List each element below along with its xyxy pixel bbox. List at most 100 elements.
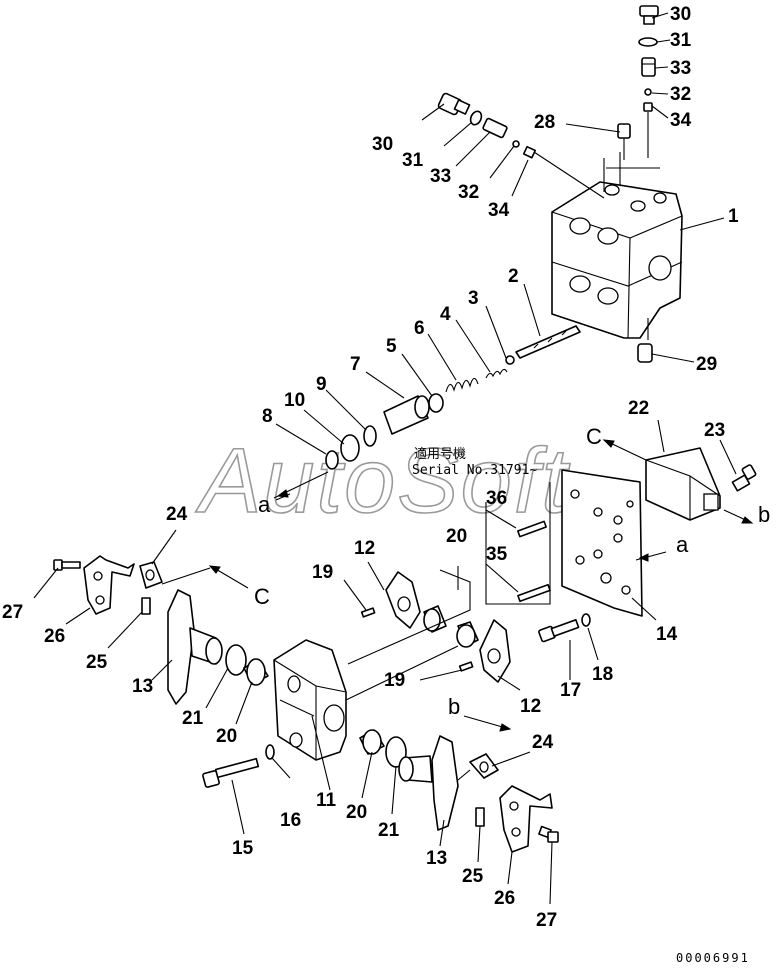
block-24-right <box>469 753 499 779</box>
block-22 <box>645 447 721 521</box>
spring-6 <box>445 377 479 393</box>
callout-30-top: 30 <box>670 4 691 25</box>
bolt-27-left <box>53 559 81 571</box>
callout-19-upper: 19 <box>312 562 333 583</box>
pin-25-left <box>141 597 151 615</box>
lever-12-upper <box>385 571 421 629</box>
callout-24-left: 24 <box>166 504 188 525</box>
callout-33-top: 33 <box>670 58 691 79</box>
callout-36: 36 <box>486 488 507 509</box>
callout-27-right: 27 <box>536 910 557 931</box>
lever-12-lower <box>479 619 511 683</box>
snap-ring-8 <box>325 450 339 470</box>
washer-16 <box>265 744 275 760</box>
callout-20-upper: 20 <box>446 526 467 547</box>
callout-32-left: 32 <box>458 182 479 203</box>
ball-32-left <box>512 140 520 148</box>
retainer-5 <box>428 393 444 413</box>
callout-5: 5 <box>386 336 397 357</box>
callout-34-left: 34 <box>488 200 510 221</box>
arrow-b-lower <box>463 715 507 729</box>
bushing-20-upper-a <box>423 605 447 633</box>
piston-7 <box>383 395 430 435</box>
callout-27-left: 27 <box>2 602 23 623</box>
callout-14: 14 <box>656 624 678 645</box>
callout-33-left: 33 <box>430 166 451 187</box>
callout-34-top: 34 <box>670 110 692 131</box>
callout-6: 6 <box>414 318 425 339</box>
washer-18 <box>581 613 591 627</box>
ref-letter-a-right: a <box>676 532 689 557</box>
block-24-left <box>139 561 163 589</box>
valve-body-1 <box>551 152 683 339</box>
spring-4 <box>485 368 508 379</box>
o-ring-31-left <box>469 110 483 126</box>
pin-35 <box>517 583 551 603</box>
plug-29 <box>637 343 653 363</box>
plate-14 <box>561 469 643 617</box>
callout-22: 22 <box>628 398 649 419</box>
callout-21-left: 21 <box>182 708 204 729</box>
housing-11 <box>273 639 347 761</box>
bolt-15 <box>202 757 260 788</box>
callout-18: 18 <box>592 664 613 685</box>
callout-17: 17 <box>560 680 581 701</box>
parts-drawing <box>53 5 757 853</box>
callout-10: 10 <box>284 390 305 411</box>
pin-19-lower <box>458 661 474 672</box>
arrow-c-left <box>213 567 249 589</box>
callout-35: 35 <box>486 544 508 565</box>
o-ring-9 <box>363 425 377 447</box>
reference-arrows <box>208 439 754 732</box>
plug-30-top <box>639 5 659 25</box>
callout-12-upper: 12 <box>354 538 375 559</box>
callout-26-left: 26 <box>44 626 65 647</box>
serial-label: Serial No.31791~ <box>412 463 537 478</box>
callout-20-left: 20 <box>216 726 237 747</box>
callout-29: 29 <box>696 354 717 375</box>
spool-2 <box>515 325 581 359</box>
o-ring-31-top <box>638 37 658 47</box>
callout-9: 9 <box>316 374 327 395</box>
callout-16: 16 <box>280 810 301 831</box>
bolt-17 <box>538 618 580 643</box>
lever-13-right <box>398 735 459 831</box>
reference-letters: C b a a C b <box>254 424 770 719</box>
bushing-20-upper-b <box>456 621 479 648</box>
bolt-27-right <box>538 825 559 843</box>
connector-lines <box>33 12 737 905</box>
lever-13-left <box>167 589 223 705</box>
callout-20-lower: 20 <box>346 802 367 823</box>
callout-7: 7 <box>350 354 361 375</box>
callout-31-top: 31 <box>670 30 692 51</box>
ref-letter-b-lower: b <box>448 694 460 719</box>
callout-23: 23 <box>704 420 725 441</box>
callout-13-left: 13 <box>132 676 153 697</box>
callout-11: 11 <box>316 790 337 811</box>
callout-3: 3 <box>468 288 479 309</box>
ref-letter-c-left: C <box>254 584 270 609</box>
ref-letter-b-right: b <box>758 502 770 527</box>
callout-2: 2 <box>508 266 519 287</box>
watermark-text: AutoSoft <box>195 430 570 532</box>
part-callouts: 30 31 33 32 34 28 30 31 33 32 34 1 2 3 4… <box>2 4 739 931</box>
callout-31-left: 31 <box>402 150 424 171</box>
callout-24-right: 24 <box>532 732 554 753</box>
document-number: 00006991 <box>676 951 750 965</box>
callout-15: 15 <box>232 838 254 859</box>
ref-letter-c-upper: C <box>586 424 602 449</box>
plug-34-top <box>643 102 653 112</box>
seal-21-left <box>225 644 247 676</box>
fitting-33-top <box>641 57 656 77</box>
bushing-20-left <box>243 658 269 686</box>
callout-4: 4 <box>440 304 451 325</box>
callout-19-lower: 19 <box>384 670 405 691</box>
plate-26-right <box>499 785 553 853</box>
callout-30-left: 30 <box>372 134 393 155</box>
serial-label-jp: 適用号機 <box>414 446 466 462</box>
callout-32-top: 32 <box>670 84 691 105</box>
callout-1: 1 <box>728 206 739 227</box>
washer-10 <box>340 434 360 462</box>
pin-19-upper <box>360 607 376 618</box>
